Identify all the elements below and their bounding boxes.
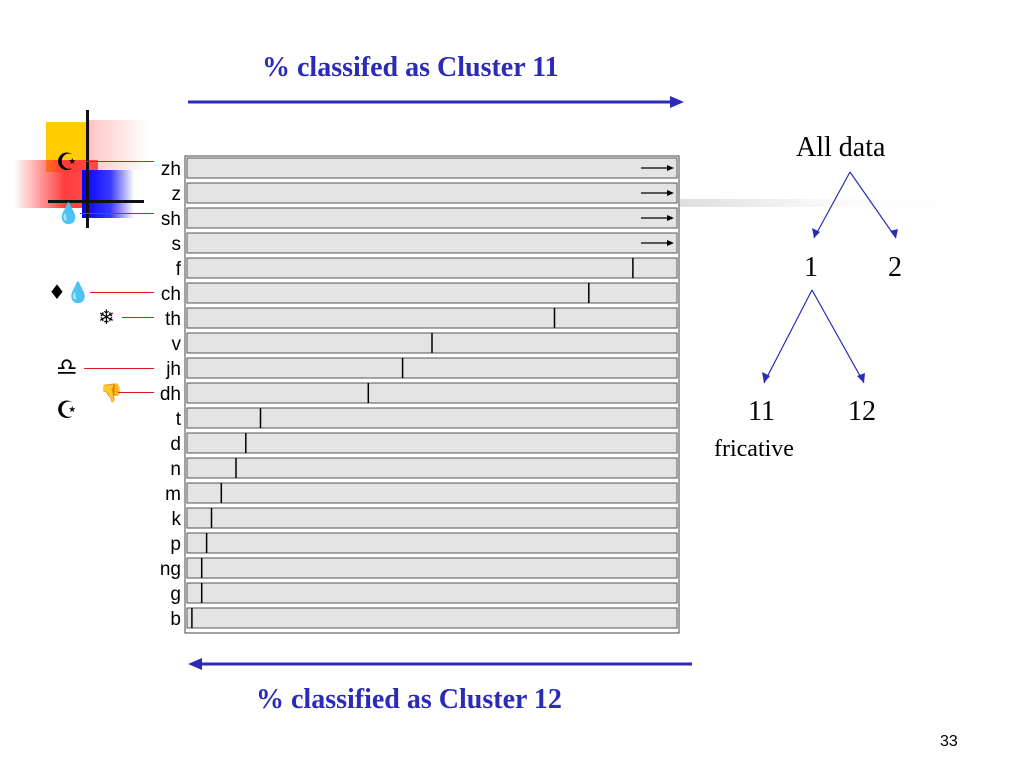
bar-row-d: [186, 432, 678, 454]
category-label-ch: ch: [161, 284, 181, 305]
pointer-line: [122, 317, 154, 318]
overflow-arrowhead-s: [667, 240, 674, 246]
category-label-v: v: [172, 334, 182, 355]
tree-arrowhead: [857, 373, 865, 383]
water-drop-icon: 💧: [56, 201, 81, 225]
decorative-line: [86, 110, 89, 228]
tree-arrowhead: [812, 228, 820, 238]
bar-row-s: [186, 232, 678, 254]
category-label-d: d: [170, 434, 181, 455]
overflow-arrowhead-sh: [667, 215, 674, 221]
category-label-f: f: [176, 259, 182, 280]
bar-row-n: [186, 457, 678, 479]
bar-row-m: [186, 482, 678, 504]
bar-row-f: [186, 257, 678, 279]
diamond-drop-icon: ♦💧: [48, 280, 91, 304]
arrow-left-icon: [188, 658, 692, 670]
category-label-n: n: [170, 459, 181, 480]
category-label-k: k: [172, 509, 182, 530]
category-label-b: b: [170, 609, 181, 630]
tree-arrowhead: [762, 372, 770, 383]
pointer-line: [80, 213, 154, 214]
tree-arrowhead: [890, 229, 898, 238]
bar-row-p: [186, 532, 678, 554]
bar-row-dh: [186, 382, 678, 404]
page-number: 33: [940, 733, 958, 750]
bar-row-jh: [186, 357, 678, 379]
category-label-zh: zh: [161, 159, 181, 180]
category-label-th: th: [165, 309, 181, 330]
overflow-arrowhead-zh: [667, 165, 674, 171]
category-label-t: t: [176, 409, 182, 430]
tree-node-11-note: fricative: [714, 436, 794, 462]
bar-row-t: [186, 407, 678, 429]
category-label-g: g: [170, 584, 181, 605]
category-label-s: s: [172, 234, 182, 255]
bar-row-b: [186, 607, 678, 629]
arrow-right-icon: [188, 96, 684, 108]
pointer-line: [90, 292, 154, 293]
tree-edge: [813, 171, 851, 239]
bar-row-sh: [186, 207, 678, 229]
tree-node-root: All data: [796, 132, 886, 163]
decorative-line: [680, 199, 980, 207]
crescent-star-icon: ☪: [56, 148, 78, 176]
bar-row-ng: [186, 557, 678, 579]
overflow-arrowhead-z: [667, 190, 674, 196]
category-label-ng: ng: [160, 559, 181, 580]
pointer-line: [86, 161, 154, 162]
tree-node-11: 11: [748, 396, 775, 427]
libra-icon: ♎: [56, 353, 78, 381]
bar-row-z: [186, 182, 678, 204]
bar-row-g: [186, 582, 678, 604]
crescent-star-icon: ☪: [56, 396, 78, 424]
snowflake-icon: ❄: [98, 305, 115, 329]
tree-edge: [811, 289, 865, 384]
thumbs-down-icon: 👎: [100, 383, 123, 404]
tree-node-1: 1: [804, 252, 818, 283]
decorative-block: [82, 170, 134, 218]
tree-edge: [849, 171, 897, 239]
pointer-line: [118, 392, 154, 393]
chart-title-top: % classifed as Cluster 11: [262, 52, 559, 83]
category-label-jh: jh: [165, 359, 181, 380]
bar-row-k: [186, 507, 678, 529]
category-label-m: m: [165, 484, 181, 505]
bar-row-zh: [186, 157, 678, 179]
tree-node-2: 2: [888, 252, 902, 283]
bar-row-ch: [186, 282, 678, 304]
pointer-line: [84, 368, 154, 369]
tree-edge: [763, 289, 813, 384]
category-label-sh: sh: [161, 209, 181, 230]
decorative-line: [48, 200, 144, 203]
tree-node-12: 12: [848, 396, 876, 427]
category-label-dh: dh: [160, 384, 181, 405]
category-label-p: p: [170, 534, 181, 555]
chart-title-bottom: % classified as Cluster 12: [256, 684, 562, 715]
category-label-z: z: [172, 184, 182, 205]
